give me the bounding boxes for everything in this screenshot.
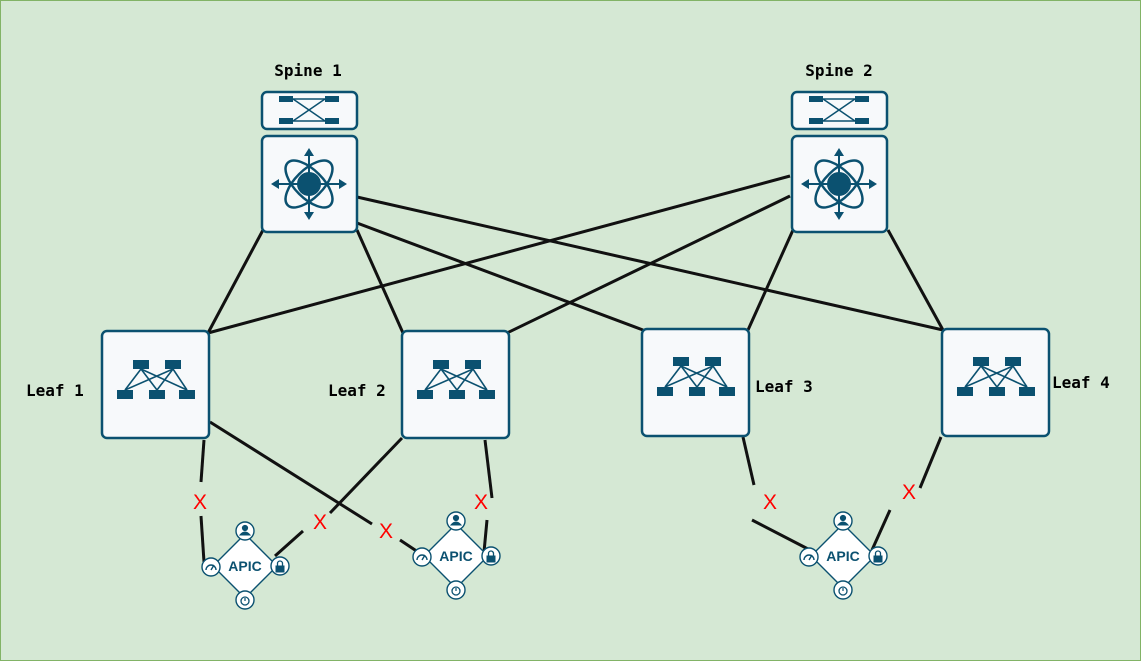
- failure-marker: X: [474, 491, 488, 514]
- spine-1[interactable]: Spine 1: [260, 61, 359, 234]
- link-leaf1-apic2b: [399, 538, 419, 554]
- leaf-label: Leaf 2: [328, 381, 386, 400]
- failure-marker: X: [763, 491, 777, 514]
- dashboard-icon: [201, 557, 221, 577]
- failure-markers: X X X X X X: [193, 481, 916, 543]
- leaf-switch-box: [100, 329, 211, 440]
- link-leaf3-apic3: [741, 436, 756, 486]
- failure-marker: X: [313, 511, 327, 534]
- link-spine2-leaf2: [506, 194, 791, 335]
- apic-label: APIC: [826, 548, 859, 564]
- apic-label: APIC: [228, 558, 261, 574]
- link-spine2-leaf1: [207, 174, 791, 335]
- leaf-switch-box: [640, 327, 751, 438]
- leaf-3[interactable]: Leaf 3: [640, 327, 813, 438]
- link-leaf1-apic1: [199, 439, 206, 483]
- spine-label: Spine 1: [274, 61, 341, 80]
- leaf-switch-box: [400, 329, 511, 440]
- failure-marker: X: [379, 520, 393, 543]
- link-spine2-leaf4: [886, 229, 945, 331]
- links: [199, 174, 945, 563]
- link-spine1-leaf2: [355, 229, 405, 334]
- leaf-label: Leaf 4: [1052, 373, 1110, 392]
- link-leaf4-apic3: [918, 436, 943, 489]
- link-spine2-leaf3: [746, 229, 795, 331]
- dashboard-icon: [799, 547, 819, 567]
- link-leaf4-apic3b: [870, 509, 892, 551]
- spine-2[interactable]: Spine 2: [790, 61, 889, 234]
- failure-marker: X: [193, 491, 207, 514]
- link-leaf1-apic1b: [199, 515, 206, 563]
- failure-marker: X: [902, 481, 916, 504]
- link-leaf2-apic1b: [274, 529, 304, 558]
- link-spine1-leaf3: [356, 221, 644, 332]
- leaf-label: Leaf 1: [26, 381, 84, 400]
- leaf-4[interactable]: Leaf 4: [940, 327, 1110, 438]
- link-leaf2-apic2: [483, 439, 494, 499]
- apic-2[interactable]: APIC: [412, 511, 501, 600]
- dashboard-icon: [412, 547, 432, 567]
- link-leaf2-apic1: [328, 436, 404, 515]
- link-leaf3-apic3b: [751, 518, 811, 552]
- leaf-label: Leaf 3: [755, 377, 813, 396]
- apic-3[interactable]: APIC: [799, 511, 888, 600]
- apic-1[interactable]: APIC: [201, 521, 290, 610]
- link-spine1-leaf1: [206, 229, 265, 334]
- link-leaf1-apic2: [209, 420, 373, 526]
- leaf-1[interactable]: Leaf 1: [26, 329, 211, 440]
- link-leaf2-apic2b: [482, 519, 489, 553]
- leaf-switch-box: [940, 327, 1051, 438]
- apic-label: APIC: [439, 548, 472, 564]
- spine-label: Spine 2: [805, 61, 872, 80]
- leaf-2[interactable]: Leaf 2: [328, 329, 511, 440]
